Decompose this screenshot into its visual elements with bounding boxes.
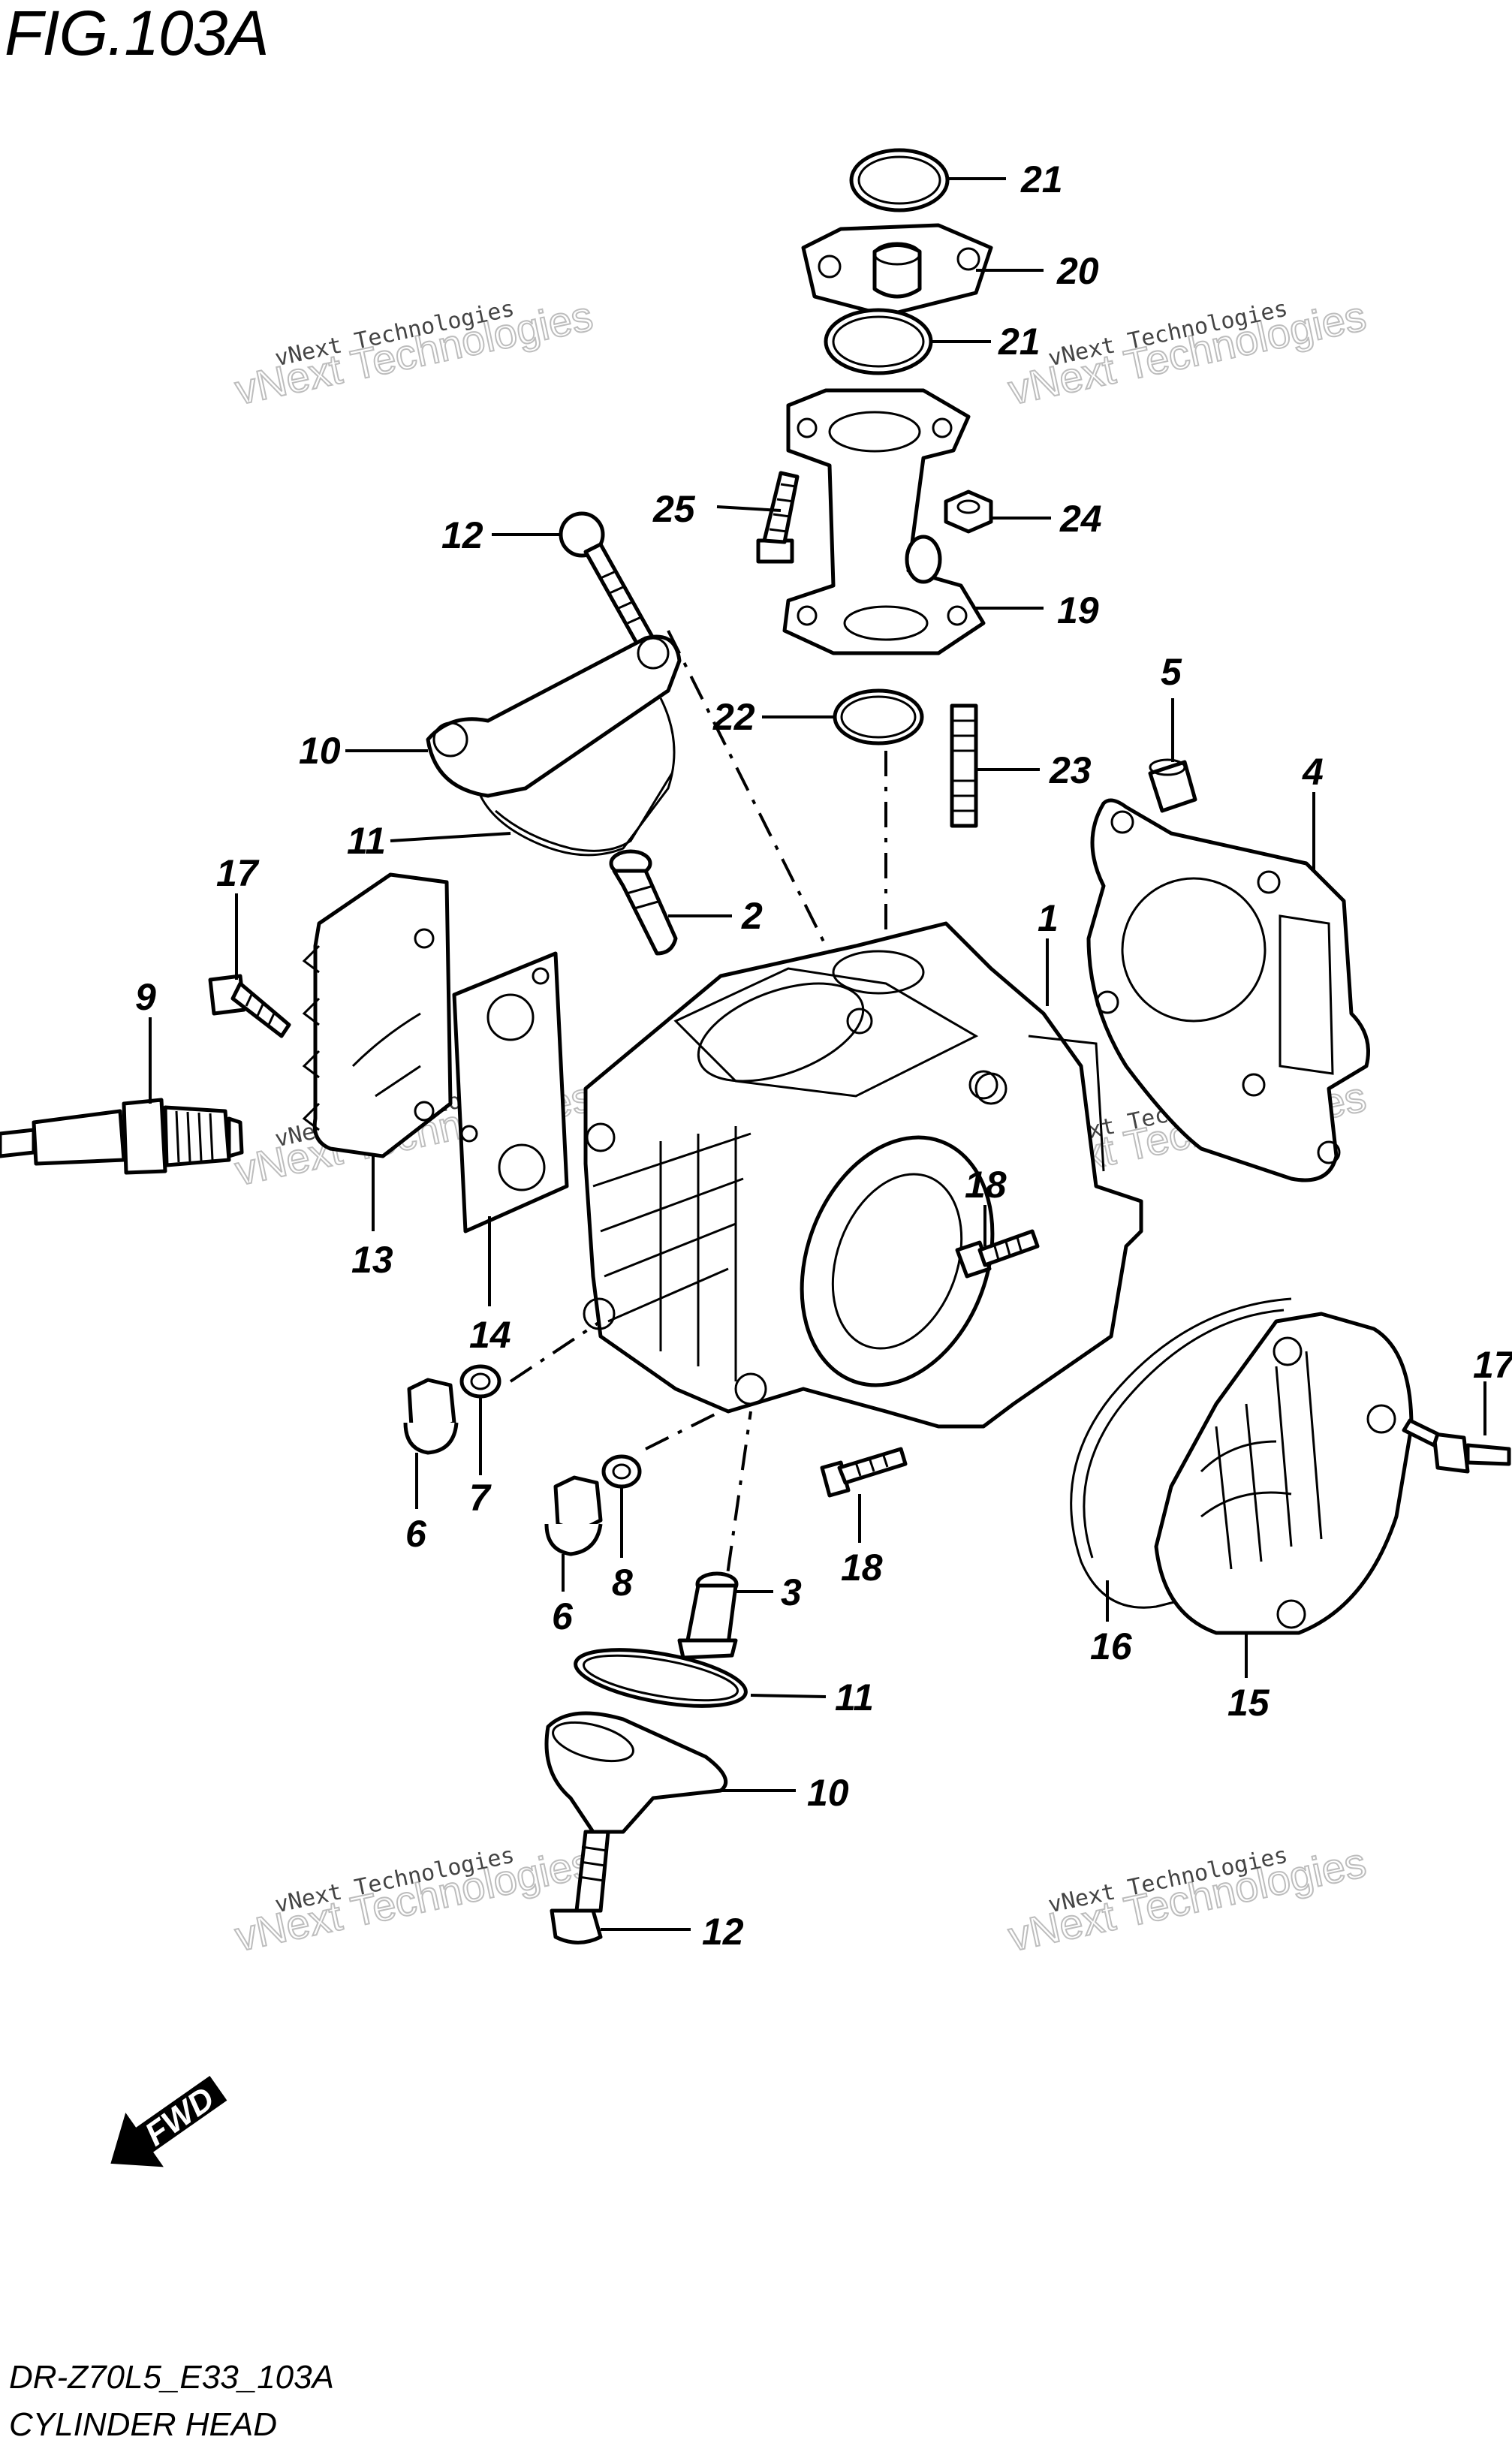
watermark: vNext Technologies vNext Technologies <box>1004 291 1371 414</box>
part-20-intake-insulator[interactable] <box>801 223 993 318</box>
callout-7: 7 <box>469 1477 492 1519</box>
callout-19: 19 <box>1057 589 1099 631</box>
part-6-cap-nut-upper[interactable] <box>403 1378 459 1455</box>
part-18-bolt-lower[interactable] <box>820 1447 908 1498</box>
part-19-intake-pipe[interactable] <box>782 388 986 655</box>
part-17-bolt-lower[interactable] <box>1402 1418 1511 1474</box>
callout-12-lower: 12 <box>702 1911 744 1953</box>
callout-15: 15 <box>1227 1682 1270 1724</box>
callout-16: 16 <box>1090 1625 1133 1667</box>
callout-23: 23 <box>1049 749 1092 791</box>
part-18-bolt-upper[interactable] <box>955 1229 1040 1279</box>
leader-lines <box>149 177 1486 1931</box>
callout-10-upper: 10 <box>299 730 341 772</box>
callout-21-upper: 21 <box>1020 158 1063 200</box>
diagram-code: DR-Z70L5_E33_103A <box>9 2359 334 2396</box>
callout-5: 5 <box>1161 651 1182 693</box>
callout-18-lower: 18 <box>841 1547 883 1589</box>
watermark: vNext Technologies vNext Technologies <box>230 1837 598 1960</box>
part-21-o-ring-upper[interactable] <box>849 148 950 212</box>
fwd-arrow: FWD <box>110 2075 227 2167</box>
part-3-valve-guide-lower[interactable] <box>677 1571 739 1660</box>
callout-21-lower: 21 <box>998 321 1041 363</box>
part-2-valve-guide-upper[interactable] <box>609 849 678 956</box>
watermark: vNext Technologies vNext Technologies <box>230 291 598 414</box>
part-5-dowel-pin[interactable] <box>1148 758 1197 813</box>
part-22-o-ring[interactable] <box>833 688 924 746</box>
callout-labels: 21 20 21 25 24 19 12 10 11 22 23 5 4 1 2… <box>135 158 1512 1953</box>
part-4-head-gasket[interactable] <box>1086 798 1370 1182</box>
part-10-rocker-cover-upper[interactable] <box>426 634 682 798</box>
part-14-cover-gasket[interactable] <box>452 951 569 1234</box>
callout-1: 1 <box>1038 897 1059 939</box>
callout-13: 13 <box>351 1239 393 1281</box>
part-13-side-cover[interactable] <box>302 872 453 1158</box>
callout-14: 14 <box>469 1314 511 1356</box>
arrow-icon <box>110 2075 227 2167</box>
callout-2: 2 <box>741 895 763 937</box>
part-12-bolt-upper[interactable] <box>559 511 655 648</box>
axis-cap-upper <box>509 1320 602 1383</box>
watermark: vNext Technologies vNext Technologies <box>1004 1837 1371 1960</box>
callout-24: 24 <box>1059 498 1102 540</box>
callout-25: 25 <box>652 488 696 530</box>
callout-17-lower: 17 <box>1473 1344 1512 1386</box>
callout-11-lower: 11 <box>835 1676 874 1718</box>
callout-3: 3 <box>781 1571 802 1613</box>
callout-18-upper: 18 <box>965 1164 1007 1206</box>
axis-guide-lower <box>719 1411 752 1622</box>
part-10-rocker-cover-lower[interactable] <box>544 1711 728 1834</box>
part-7-washer-upper[interactable] <box>459 1364 501 1399</box>
callout-22: 22 <box>712 696 755 738</box>
diagram-name: CYLINDER HEAD <box>9 2406 277 2443</box>
callout-10-lower: 10 <box>807 1772 849 1814</box>
part-9-spark-plug[interactable] <box>0 1098 244 1175</box>
part-24-nut[interactable] <box>944 489 993 534</box>
callout-9: 9 <box>135 976 156 1018</box>
part-12-bolt-lower[interactable] <box>550 1830 610 1944</box>
callout-6-upper: 6 <box>405 1513 427 1555</box>
part-11-gasket-upper[interactable] <box>479 697 676 857</box>
part-25-bolt[interactable] <box>756 471 800 564</box>
part-11-gasket-lower[interactable] <box>571 1640 750 1717</box>
callout-4: 4 <box>1302 751 1324 793</box>
part-17-bolt-upper[interactable] <box>208 974 291 1038</box>
part-1-cylinder-head[interactable] <box>583 921 1143 1429</box>
part-8-washer-lower[interactable] <box>601 1454 642 1489</box>
callout-8: 8 <box>612 1562 633 1604</box>
part-15-side-cover[interactable] <box>1154 1312 1414 1635</box>
part-6-cap-nut-lower[interactable] <box>544 1475 603 1556</box>
callout-17-upper: 17 <box>216 852 260 894</box>
part-21-o-ring-lower[interactable] <box>824 308 933 375</box>
callout-20: 20 <box>1056 250 1099 292</box>
callout-12-upper: 12 <box>441 514 483 556</box>
part-23-stud[interactable] <box>950 703 978 828</box>
callout-6-lower: 6 <box>552 1595 574 1637</box>
callout-11-upper: 11 <box>347 820 386 862</box>
figure-title: FIG.103A <box>5 0 270 68</box>
